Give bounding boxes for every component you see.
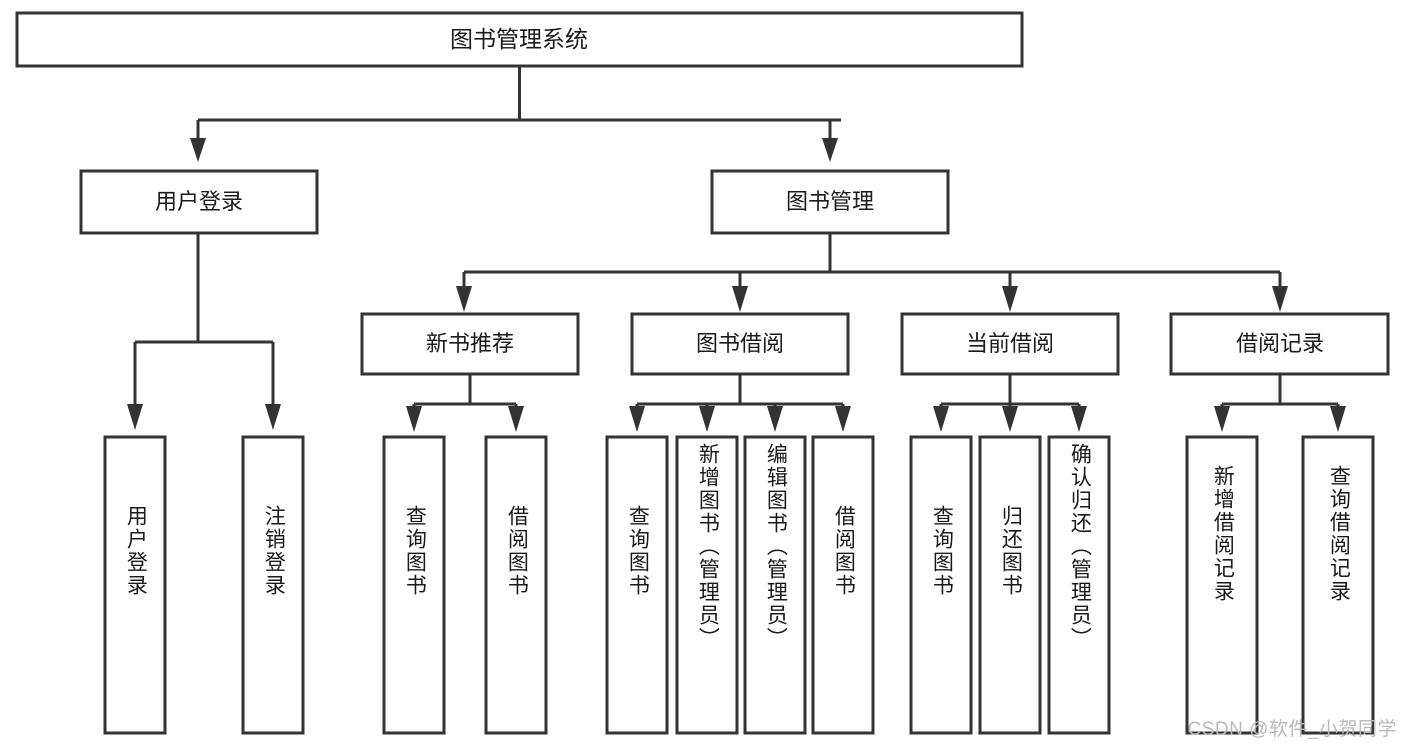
arrow-to-book-management-icon: [822, 138, 838, 162]
node-leaf-add-book-box[interactable]: [675, 435, 739, 735]
arrow-leaf-confirm-return-icon: [1071, 406, 1087, 432]
connectors-book-management-to-level3: [456, 233, 1288, 312]
node-leaf-edit-book-box[interactable]: [743, 435, 807, 735]
node-book-borrow[interactable]: 图书借阅: [630, 312, 850, 376]
connectors-user-login-to-leaves: [127, 233, 281, 430]
node-leaf-return-book-box[interactable]: [978, 435, 1042, 735]
connectors-current-borrow-to-leaves: [933, 374, 1087, 432]
arrow-leaf-edit-book-icon: [767, 406, 783, 432]
arrow-to-new-book-recommend-icon: [456, 286, 472, 312]
node-book-borrow-box[interactable]: [630, 312, 850, 376]
arrow-leaf-return-book-icon: [1002, 406, 1018, 432]
connectors-book-borrow-to-leaves: [629, 374, 851, 432]
arrow-leaf-query-book-2-icon: [629, 406, 645, 432]
node-borrow-record[interactable]: 借阅记录: [1169, 312, 1390, 376]
node-leaf-user-login-box[interactable]: [103, 435, 167, 735]
node-new-book-recommend-label: 新书推荐: [426, 331, 514, 356]
arrow-leaf-query-book-3-icon: [933, 406, 949, 432]
arrow-to-book-borrow-icon: [732, 286, 748, 312]
node-current-borrow-box[interactable]: [900, 312, 1120, 376]
connectors-new-book-to-leaves: [406, 374, 524, 432]
node-leaf-borrow-book-1-box[interactable]: [484, 435, 548, 735]
arrow-leaf-query-book-1-icon: [406, 406, 422, 432]
node-book-management-box[interactable]: [710, 169, 950, 235]
node-book-management-label: 图书管理: [786, 189, 874, 214]
node-book-borrow-label: 图书借阅: [696, 331, 784, 356]
node-new-book-recommend[interactable]: 新书推荐: [360, 312, 580, 376]
node-user-login-label: 用户登录: [155, 189, 243, 214]
leaf-boxes: [103, 435, 1375, 735]
node-root-label: 图书管理系统: [450, 26, 588, 52]
node-root[interactable]: 图书管理系统: [15, 11, 1024, 68]
node-leaf-query-book-3-box[interactable]: [909, 435, 973, 735]
arrow-to-user-login-icon: [190, 138, 206, 162]
arrow-leaf-query-record-icon: [1330, 406, 1346, 432]
node-current-borrow[interactable]: 当前借阅: [900, 312, 1120, 376]
node-new-book-recommend-box[interactable]: [360, 312, 580, 376]
node-user-login[interactable]: 用户登录: [79, 169, 319, 235]
node-leaf-query-book-2-box[interactable]: [605, 435, 669, 735]
connectors-borrow-record-to-leaves: [1214, 374, 1346, 432]
node-leaf-borrow-book-2-box[interactable]: [811, 435, 875, 735]
connectors-root-to-level2: [190, 66, 841, 162]
arrow-leaf-add-record-icon: [1214, 406, 1230, 432]
arrow-leaf-user-logout-icon: [265, 404, 281, 430]
node-user-login-box[interactable]: [79, 169, 319, 235]
node-leaf-user-logout-box[interactable]: [241, 435, 305, 735]
node-leaf-query-record-box[interactable]: [1301, 435, 1375, 735]
csdn-watermark: CSDN @软件_小贺同学: [1187, 719, 1397, 740]
node-leaf-confirm-return-box[interactable]: [1047, 435, 1111, 735]
arrow-to-current-borrow-icon: [1002, 286, 1018, 312]
node-leaf-query-book-1-box[interactable]: [382, 435, 446, 735]
node-borrow-record-label: 借阅记录: [1236, 331, 1324, 356]
node-book-management[interactable]: 图书管理: [710, 169, 950, 235]
arrow-leaf-borrow-book-1-icon: [508, 406, 524, 432]
node-borrow-record-box[interactable]: [1169, 312, 1390, 376]
node-current-borrow-label: 当前借阅: [966, 331, 1054, 356]
arrow-leaf-add-book-icon: [699, 406, 715, 432]
arrow-leaf-borrow-book-2-icon: [835, 406, 851, 432]
node-root-box[interactable]: [15, 11, 1024, 68]
node-leaf-add-record-box[interactable]: [1185, 435, 1259, 735]
arrow-leaf-user-login-icon: [127, 404, 143, 430]
arrow-to-borrow-record-icon: [1272, 286, 1288, 312]
